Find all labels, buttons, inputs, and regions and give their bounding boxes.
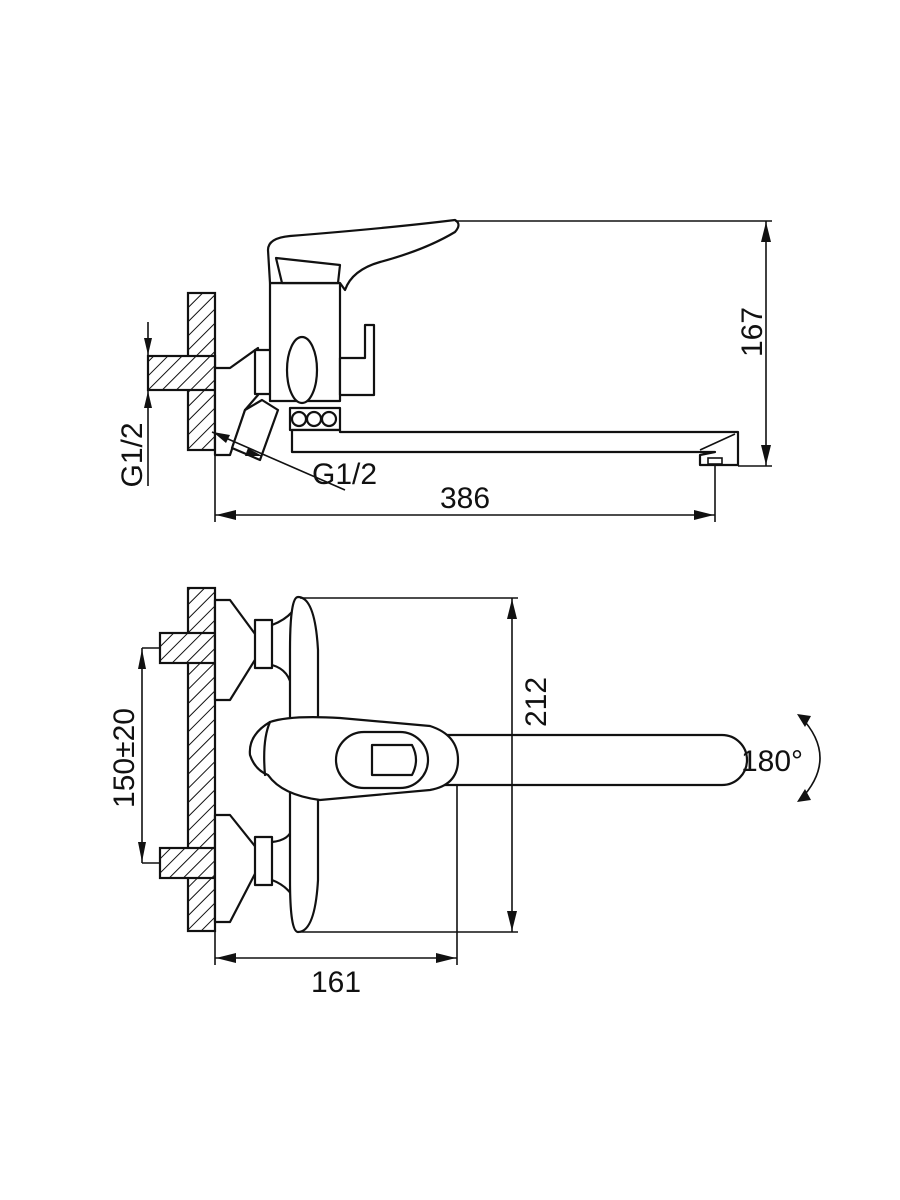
body-height-label: 212 xyxy=(520,677,553,727)
lower-escutcheon xyxy=(213,813,260,924)
height-dimension-label: 167 xyxy=(736,307,769,357)
spout xyxy=(438,733,749,787)
rotation-angle-label: 180° xyxy=(741,745,803,778)
aerator xyxy=(707,457,723,465)
center-distance-label: 150±20 xyxy=(108,708,141,808)
body-connection-curves xyxy=(270,610,294,897)
inlet-pipe-section xyxy=(146,354,217,392)
dimension-arrows xyxy=(144,338,152,408)
upper-escutcheon xyxy=(213,598,260,702)
diverter-knob xyxy=(285,335,319,405)
leader-line xyxy=(211,431,346,491)
depth-dimension-label: 161 xyxy=(311,966,361,999)
top-view: 150±20 212 161 180° xyxy=(108,586,821,999)
connector-nut xyxy=(253,348,273,396)
spout-bend-line xyxy=(699,433,736,451)
inlet-thread-label-left: G1/2 xyxy=(116,422,149,487)
diverter-lever xyxy=(338,323,376,397)
inlet-thread-label-body: G1/2 xyxy=(312,458,377,491)
handle-base xyxy=(274,256,342,285)
lower-nut xyxy=(253,835,274,887)
swivel-ball xyxy=(320,410,338,428)
escutcheon xyxy=(213,346,260,457)
lever-handle xyxy=(248,716,460,802)
rotation-arc xyxy=(799,715,821,801)
spout xyxy=(290,428,740,467)
side-view: 167 G1/2 G1/2 386 xyxy=(116,218,772,522)
reach-dimension-label: 386 xyxy=(440,482,490,515)
upper-nut xyxy=(253,618,274,670)
handle-slot xyxy=(334,730,430,790)
leader-arrows xyxy=(213,432,262,456)
handle-base-line xyxy=(263,720,272,777)
handle-slot-insert xyxy=(370,743,418,777)
lower-inlet-pipe xyxy=(158,846,217,880)
upper-inlet-pipe xyxy=(158,631,217,665)
